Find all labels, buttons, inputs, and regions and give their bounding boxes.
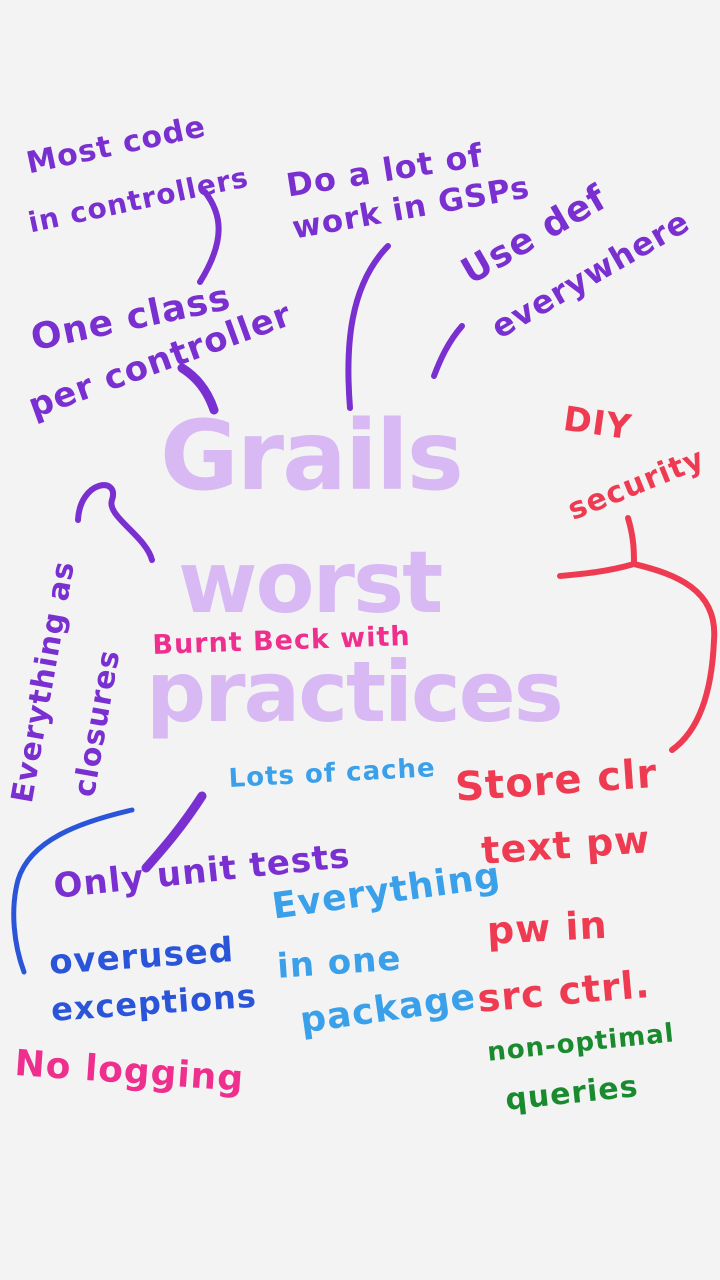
title-grails: Grails	[160, 400, 464, 512]
stroke-blue-bracket	[11, 807, 135, 975]
stroke-closures-connector	[75, 482, 155, 563]
stroke-most-code-connector	[197, 189, 222, 285]
stroke-def-connector	[431, 323, 465, 379]
stroke-one-class-connector	[177, 363, 219, 415]
note-one-package-2: in one	[275, 938, 403, 987]
note-diy: DIY	[560, 399, 635, 449]
stroke-unit-tests-connector	[141, 791, 207, 873]
note-pw-src: pw in	[485, 902, 609, 953]
title-practices: practices	[146, 643, 564, 741]
stroke-gsp-connector	[345, 243, 391, 411]
title-worst: worst	[178, 533, 443, 633]
stroke-security-connector	[557, 515, 718, 753]
note-store-pw-2: text pw	[479, 817, 652, 873]
